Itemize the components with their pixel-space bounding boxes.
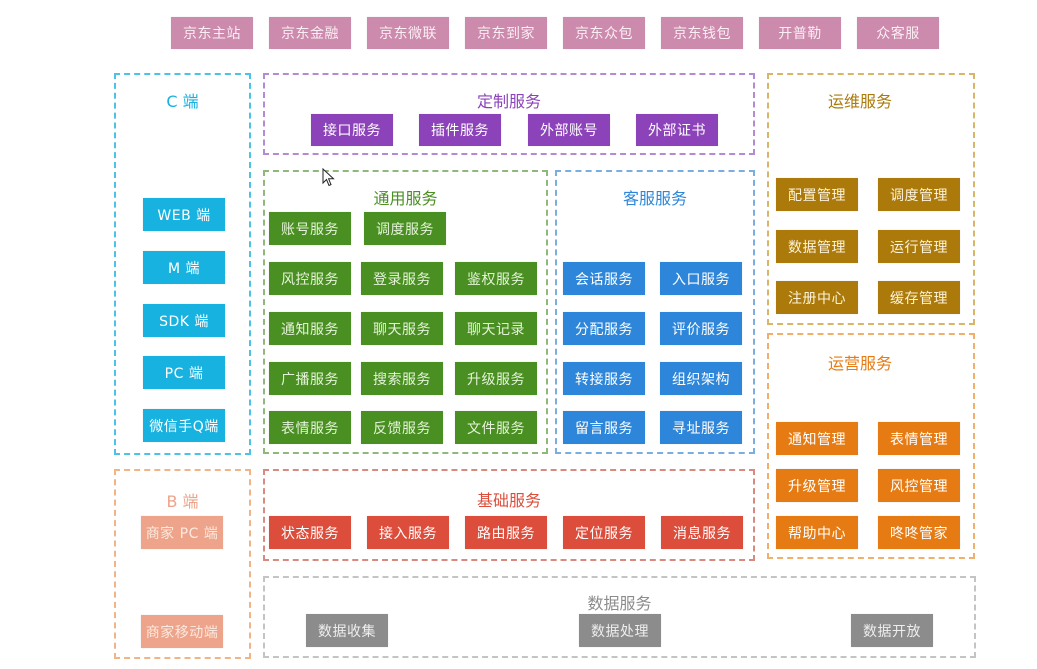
common-services-group [263, 170, 548, 454]
op-help-center[interactable]: 帮助中心 [776, 516, 858, 549]
c-end-m[interactable]: M 端 [143, 251, 225, 284]
base-services-group [263, 469, 755, 561]
ops-services-group [767, 73, 975, 325]
cs-dispatch-service[interactable]: 分配服务 [563, 312, 645, 345]
base-status-service[interactable]: 状态服务 [269, 516, 351, 549]
custom-external-cert[interactable]: 外部证书 [636, 114, 718, 146]
ops-data-mgmt[interactable]: 数据管理 [776, 230, 858, 263]
operation-services-group [767, 333, 975, 559]
c-end-web[interactable]: WEB 端 [143, 198, 225, 231]
ops-runtime-mgmt[interactable]: 运行管理 [878, 230, 960, 263]
custom-plugin-service[interactable]: 插件服务 [419, 114, 501, 146]
base-message-service[interactable]: 消息服务 [661, 516, 743, 549]
c-end-sdk[interactable]: SDK 端 [143, 304, 225, 337]
nav-jd-weilian[interactable]: 京东微联 [367, 17, 449, 49]
common-auth-service[interactable]: 鉴权服务 [455, 262, 537, 295]
common-chat-history[interactable]: 聊天记录 [455, 312, 537, 345]
common-services-title: 通用服务 [373, 189, 438, 208]
nav-jd-wallet[interactable]: 京东钱包 [661, 17, 743, 49]
c-end-title: C 端 [166, 92, 199, 111]
b-end-merchant-mobile[interactable]: 商家移动端 [141, 615, 223, 648]
common-file-service[interactable]: 文件服务 [455, 411, 537, 444]
base-routing-service[interactable]: 路由服务 [465, 516, 547, 549]
custom-interface-service[interactable]: 接口服务 [311, 114, 393, 146]
b-end-merchant-pc[interactable]: 商家 PC 端 [141, 516, 223, 549]
base-access-service[interactable]: 接入服务 [367, 516, 449, 549]
b-end-group [114, 469, 251, 659]
common-risk-service[interactable]: 风控服务 [269, 262, 351, 295]
nav-jd-finance[interactable]: 京东金融 [269, 17, 351, 49]
c-end-group [114, 73, 251, 455]
data-services-title: 数据服务 [587, 594, 652, 613]
nav-kepler[interactable]: 开普勒 [759, 17, 841, 49]
common-notify-service[interactable]: 通知服务 [269, 312, 351, 345]
customer-services-title: 客服服务 [622, 189, 687, 208]
ops-registry-center[interactable]: 注册中心 [776, 281, 858, 314]
common-account-service[interactable]: 账号服务 [269, 212, 351, 245]
custom-services-title: 定制服务 [476, 92, 541, 111]
op-emoji-mgmt[interactable]: 表情管理 [878, 422, 960, 455]
op-dongdong-butler[interactable]: 咚咚管家 [878, 516, 960, 549]
common-upgrade-service[interactable]: 升级服务 [455, 362, 537, 395]
cs-org-structure[interactable]: 组织架构 [660, 362, 742, 395]
b-end-title: B 端 [166, 492, 199, 511]
ops-schedule-mgmt[interactable]: 调度管理 [878, 178, 960, 211]
c-end-pc[interactable]: PC 端 [143, 356, 225, 389]
common-broadcast-service[interactable]: 广播服务 [269, 362, 351, 395]
cs-addressing-service[interactable]: 寻址服务 [660, 411, 742, 444]
cs-session-service[interactable]: 会话服务 [563, 262, 645, 295]
custom-services-group [263, 73, 755, 155]
nav-jd-daojia[interactable]: 京东到家 [465, 17, 547, 49]
data-open[interactable]: 数据开放 [851, 614, 933, 647]
op-notify-mgmt[interactable]: 通知管理 [776, 422, 858, 455]
ops-config-mgmt[interactable]: 配置管理 [776, 178, 858, 211]
base-services-title: 基础服务 [476, 491, 541, 510]
common-chat-service[interactable]: 聊天服务 [361, 312, 443, 345]
nav-zhongkefu[interactable]: 众客服 [857, 17, 939, 49]
op-upgrade-mgmt[interactable]: 升级管理 [776, 469, 858, 502]
mouse-cursor-icon [322, 168, 335, 187]
data-collect[interactable]: 数据收集 [306, 614, 388, 647]
customer-services-group [555, 170, 755, 454]
cs-rating-service[interactable]: 评价服务 [660, 312, 742, 345]
ops-cache-mgmt[interactable]: 缓存管理 [878, 281, 960, 314]
common-login-service[interactable]: 登录服务 [361, 262, 443, 295]
data-services-group [263, 576, 976, 658]
common-feedback-service[interactable]: 反馈服务 [361, 411, 443, 444]
common-schedule-service[interactable]: 调度服务 [364, 212, 446, 245]
op-risk-mgmt[interactable]: 风控管理 [878, 469, 960, 502]
cs-message-service[interactable]: 留言服务 [563, 411, 645, 444]
ops-services-title: 运维服务 [827, 92, 892, 111]
common-search-service[interactable]: 搜索服务 [361, 362, 443, 395]
nav-jd-main[interactable]: 京东主站 [171, 17, 253, 49]
base-location-service[interactable]: 定位服务 [563, 516, 645, 549]
common-emoji-service[interactable]: 表情服务 [269, 411, 351, 444]
custom-external-account[interactable]: 外部账号 [528, 114, 610, 146]
nav-jd-zhongbao[interactable]: 京东众包 [563, 17, 645, 49]
cs-transfer-service[interactable]: 转接服务 [563, 362, 645, 395]
c-end-wechat-qq[interactable]: 微信手Q端 [143, 409, 225, 442]
cs-entry-service[interactable]: 入口服务 [660, 262, 742, 295]
data-process[interactable]: 数据处理 [579, 614, 661, 647]
operation-services-title: 运营服务 [827, 354, 892, 373]
